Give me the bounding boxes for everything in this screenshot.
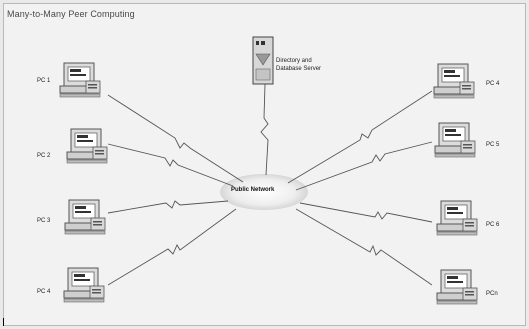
public-network-label: Public Network (231, 187, 275, 193)
pc-label-right-4: PCn (486, 291, 498, 297)
pc-label-left-2: PC 2 (37, 153, 51, 159)
pc-label-right-1: PC 4 (486, 81, 500, 87)
text-cursor (3, 318, 4, 326)
directory-database-server-icon (252, 36, 274, 85)
link-pc6 (299, 202, 433, 223)
link-server (260, 83, 269, 176)
pc-label-right-3: PC 6 (486, 222, 500, 228)
link-pc5 (295, 141, 433, 191)
pc6-computer-icon (436, 200, 478, 236)
pc-label-left-3: PC 3 (37, 218, 51, 224)
pc3-computer-icon (64, 199, 106, 235)
server-label: Directory and Database Server (276, 58, 322, 72)
pc1-computer-icon (59, 62, 101, 98)
pc-label-left-1: PC 1 (37, 78, 51, 84)
link-pcn (295, 208, 433, 286)
pc5-computer-icon (434, 122, 476, 158)
pc2-computer-icon (66, 128, 108, 164)
link-pc2 (107, 143, 234, 187)
pcn-computer-icon (436, 269, 478, 305)
pc4-right-computer-icon (433, 63, 475, 99)
diagram-title: Many-to-Many Peer Computing (7, 9, 135, 19)
pc4-computer-icon (63, 267, 105, 303)
link-pc4-right (287, 90, 433, 184)
pc-label-right-2: PC 5 (486, 142, 500, 148)
pc-label-left-4: PC 4 (37, 289, 51, 295)
link-pc4 (107, 208, 237, 286)
link-pc3 (107, 200, 229, 214)
public-network-cloud (220, 174, 308, 210)
link-pc1 (107, 94, 244, 183)
